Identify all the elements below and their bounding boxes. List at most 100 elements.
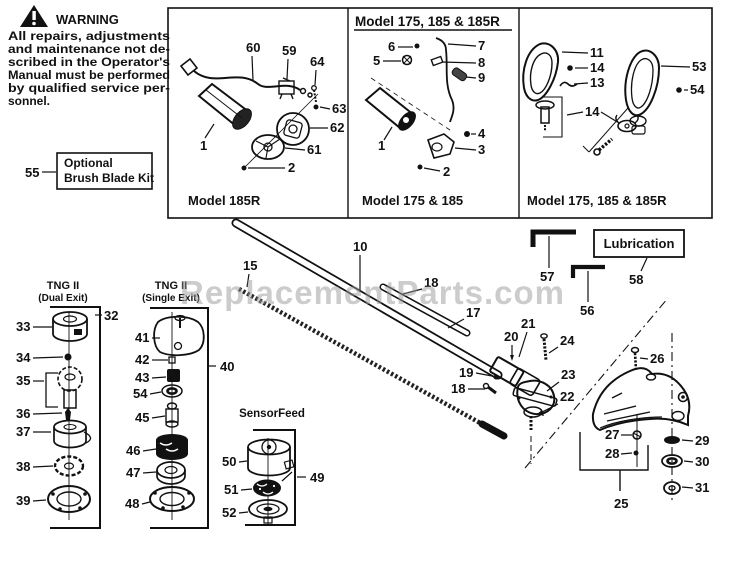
callout-37: 37 bbox=[16, 424, 30, 439]
panel2-callouts: 6 5 7 8 9 1 4 3 2 bbox=[373, 38, 486, 179]
part-14-tbolt bbox=[535, 100, 555, 131]
callout-30: 30 bbox=[695, 454, 709, 469]
part-45-bobbin bbox=[165, 402, 179, 428]
top-model-box: Model 175, 185 & 185R Model 185R Model 1… bbox=[167, 7, 713, 219]
watermark: ReplacementParts.com bbox=[180, 274, 565, 311]
part-11-handle bbox=[522, 42, 560, 102]
part-51-spool bbox=[253, 479, 281, 497]
part-26-screw bbox=[630, 346, 640, 371]
part-36-pin bbox=[65, 408, 71, 420]
callout-8: 8 bbox=[478, 55, 485, 70]
callout-53: 53 bbox=[692, 59, 706, 74]
part-23-flange bbox=[512, 387, 558, 407]
dual-exit-subtitle: (Dual Exit) bbox=[38, 293, 87, 304]
callout-45: 45 bbox=[135, 410, 149, 425]
gearbox-assembly: 21 20 24 19 18 23 22 bbox=[451, 316, 575, 464]
warning-line: and maintenance not de- bbox=[8, 42, 170, 56]
part-19-screw bbox=[493, 374, 499, 380]
part-39-ring bbox=[47, 485, 91, 513]
panel3-label: Model 175, 185 & 185R bbox=[527, 193, 667, 208]
part-6-fastener bbox=[414, 43, 420, 49]
lubrication-label: Lubrication bbox=[604, 236, 675, 251]
part-47-cup bbox=[156, 461, 186, 485]
single-exit-title: TNG II bbox=[155, 280, 187, 292]
callout-39: 39 bbox=[16, 493, 30, 508]
kit-label-2: Brush Blade Kit bbox=[64, 171, 154, 185]
part-60-wire-connector bbox=[179, 57, 199, 77]
callout-42: 42 bbox=[135, 352, 149, 367]
callout-60: 60 bbox=[246, 40, 260, 55]
dual-exit-title: TNG II bbox=[47, 280, 79, 292]
part-64-screw bbox=[311, 85, 317, 103]
callout-64: 64 bbox=[310, 54, 325, 69]
warning-line: sonnel. bbox=[8, 94, 50, 108]
part-2-fastener bbox=[241, 165, 247, 171]
callout-21: 21 bbox=[521, 316, 535, 331]
callout-32: 32 bbox=[104, 308, 118, 323]
tools-and-lubrication: 57 56 Lubrication 58 bbox=[530, 229, 685, 318]
lubrication-box bbox=[593, 229, 685, 258]
part-18b-bolt bbox=[487, 385, 497, 395]
part-35-driver bbox=[45, 366, 83, 409]
callout-52: 52 bbox=[222, 505, 236, 520]
part-43-bushing bbox=[167, 369, 180, 382]
part-20-coupling bbox=[489, 356, 525, 387]
part-7-cable bbox=[435, 37, 455, 123]
panel3-callouts: 11 14 13 14 53 54 bbox=[561, 45, 706, 124]
callout-6: 6 bbox=[388, 39, 395, 54]
dual-exit-bracket bbox=[50, 306, 101, 529]
part-31-washer bbox=[663, 481, 681, 495]
callout-23: 23 bbox=[561, 367, 575, 382]
callout-11: 11 bbox=[590, 45, 604, 60]
callout-7: 7 bbox=[478, 38, 485, 53]
dual-exit-column: TNG II (Dual Exit) 32 bbox=[16, 280, 118, 529]
single-exit-subtitle: (Single Exit) bbox=[142, 293, 200, 304]
part-29-washer bbox=[664, 436, 680, 444]
part-60-wire bbox=[193, 70, 301, 91]
callout-38: 38 bbox=[16, 459, 30, 474]
callout-17: 17 bbox=[466, 305, 480, 320]
part-54a-washer bbox=[676, 87, 682, 93]
part-48-ring bbox=[149, 486, 195, 512]
top-box-header: Model 175, 185 & 185R bbox=[355, 14, 500, 29]
part-52-base bbox=[248, 499, 288, 524]
single-exit-bracket bbox=[150, 307, 209, 529]
part-14-bracket bbox=[543, 96, 563, 138]
callout-14a: 14 bbox=[590, 60, 605, 75]
part-59-switch bbox=[278, 77, 295, 100]
part-1-muffler-185r bbox=[197, 82, 252, 130]
part-57-wrench bbox=[530, 229, 576, 247]
part-14a-nut bbox=[567, 65, 573, 71]
warning-line: scribed in the Operator's bbox=[8, 55, 170, 69]
brush-blade-kit-callout: 55 Optional Brush Blade Kit bbox=[25, 152, 154, 190]
callout-47: 47 bbox=[126, 465, 140, 480]
callout-43: 43 bbox=[135, 370, 149, 385]
part-54b-cup bbox=[161, 384, 183, 398]
callout-28: 28 bbox=[605, 446, 619, 461]
part-63-bolt bbox=[313, 104, 319, 110]
part-8-clip bbox=[430, 55, 444, 67]
callout-48: 48 bbox=[125, 496, 139, 511]
shaft-assembly: 15 10 18 17 bbox=[231, 218, 508, 440]
callout-51: 51 bbox=[224, 482, 238, 497]
callout-35: 35 bbox=[16, 373, 30, 388]
callout-26: 26 bbox=[650, 351, 664, 366]
callout-29: 29 bbox=[695, 433, 709, 448]
top-box-frame bbox=[167, 7, 713, 219]
callout-50: 50 bbox=[222, 454, 236, 469]
callout-34: 34 bbox=[16, 350, 31, 365]
part-41-housing bbox=[153, 314, 205, 357]
part-2b-fastener bbox=[417, 164, 423, 170]
callout-20: 20 bbox=[504, 329, 518, 344]
callout-27: 27 bbox=[605, 427, 619, 442]
callout-15: 15 bbox=[243, 258, 257, 273]
callout-1b: 1 bbox=[378, 138, 385, 153]
part-53-handle bbox=[624, 49, 661, 135]
panel1-callouts: 60 59 64 1 63 62 61 2 bbox=[200, 40, 346, 175]
part-46-spool bbox=[156, 434, 188, 460]
callout-10: 10 bbox=[353, 239, 367, 254]
part-56-wrench bbox=[570, 264, 605, 278]
part-28-fastener bbox=[633, 450, 639, 456]
callout-61: 61 bbox=[307, 142, 321, 157]
